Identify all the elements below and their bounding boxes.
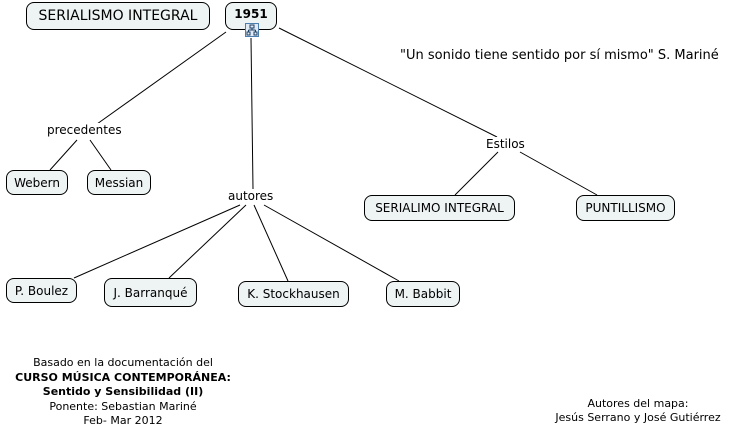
link-autores-barranque [168, 204, 247, 279]
node-puntillismo[interactable]: PUNTILLISMO [576, 195, 675, 221]
link-autores-boulez [73, 204, 241, 279]
credits-line-2: CURSO MÚSICA CONTEMPORÁNEA: [15, 370, 231, 384]
node-stockhausen[interactable]: K. Stockhausen [238, 281, 349, 307]
node-barranque[interactable]: J. Barranqué [104, 278, 197, 307]
label-estilos[interactable]: Estilos [484, 137, 527, 151]
credits-line-3: Sentido y Sensibilidad (II) [42, 385, 204, 398]
authors-line-1: Autores del mapa: [587, 397, 689, 410]
credits-line-4: Ponente: Sebastian Mariné [49, 399, 197, 413]
map-authors: Autores del mapa: Jesús Serrano y José G… [536, 397, 740, 425]
link-precedentes-webern [49, 139, 78, 171]
link-estilos-puntillismo [519, 151, 598, 196]
label-precedentes[interactable]: precedentes [45, 123, 124, 137]
credits-line-5: Feb- Mar 2012 [83, 414, 163, 427]
node-boulez[interactable]: P. Boulez [6, 278, 77, 303]
link-estilos-serialimo [454, 151, 499, 196]
node-messian[interactable]: Messian [87, 170, 151, 195]
node-babbit[interactable]: M. Babbit [386, 281, 460, 307]
hierarchy-icon[interactable] [245, 23, 259, 37]
link-autores-babbit [263, 204, 400, 282]
link-root-autores [250, 37, 254, 190]
node-webern[interactable]: Webern [6, 170, 68, 195]
credits-line-1: Basado en la documentación del [33, 356, 213, 369]
node-serialimo-integral[interactable]: SERIALIMO INTEGRAL [364, 195, 515, 221]
link-root-precedentes [96, 31, 227, 125]
quote-text: "Un sonido tiene sentido por sí mismo" S… [400, 48, 719, 63]
link-autores-stockhausen [253, 204, 289, 282]
link-precedentes-messian [89, 139, 112, 171]
link-root-estilos [278, 27, 498, 138]
credits-block: Basado en la documentación del CURSO MÚS… [0, 356, 246, 429]
label-autores[interactable]: autores [226, 189, 276, 203]
authors-line-2: Jesús Serrano y José Gutiérrez [555, 411, 721, 424]
node-serialismo-integral[interactable]: SERIALISMO INTEGRAL [26, 2, 210, 30]
